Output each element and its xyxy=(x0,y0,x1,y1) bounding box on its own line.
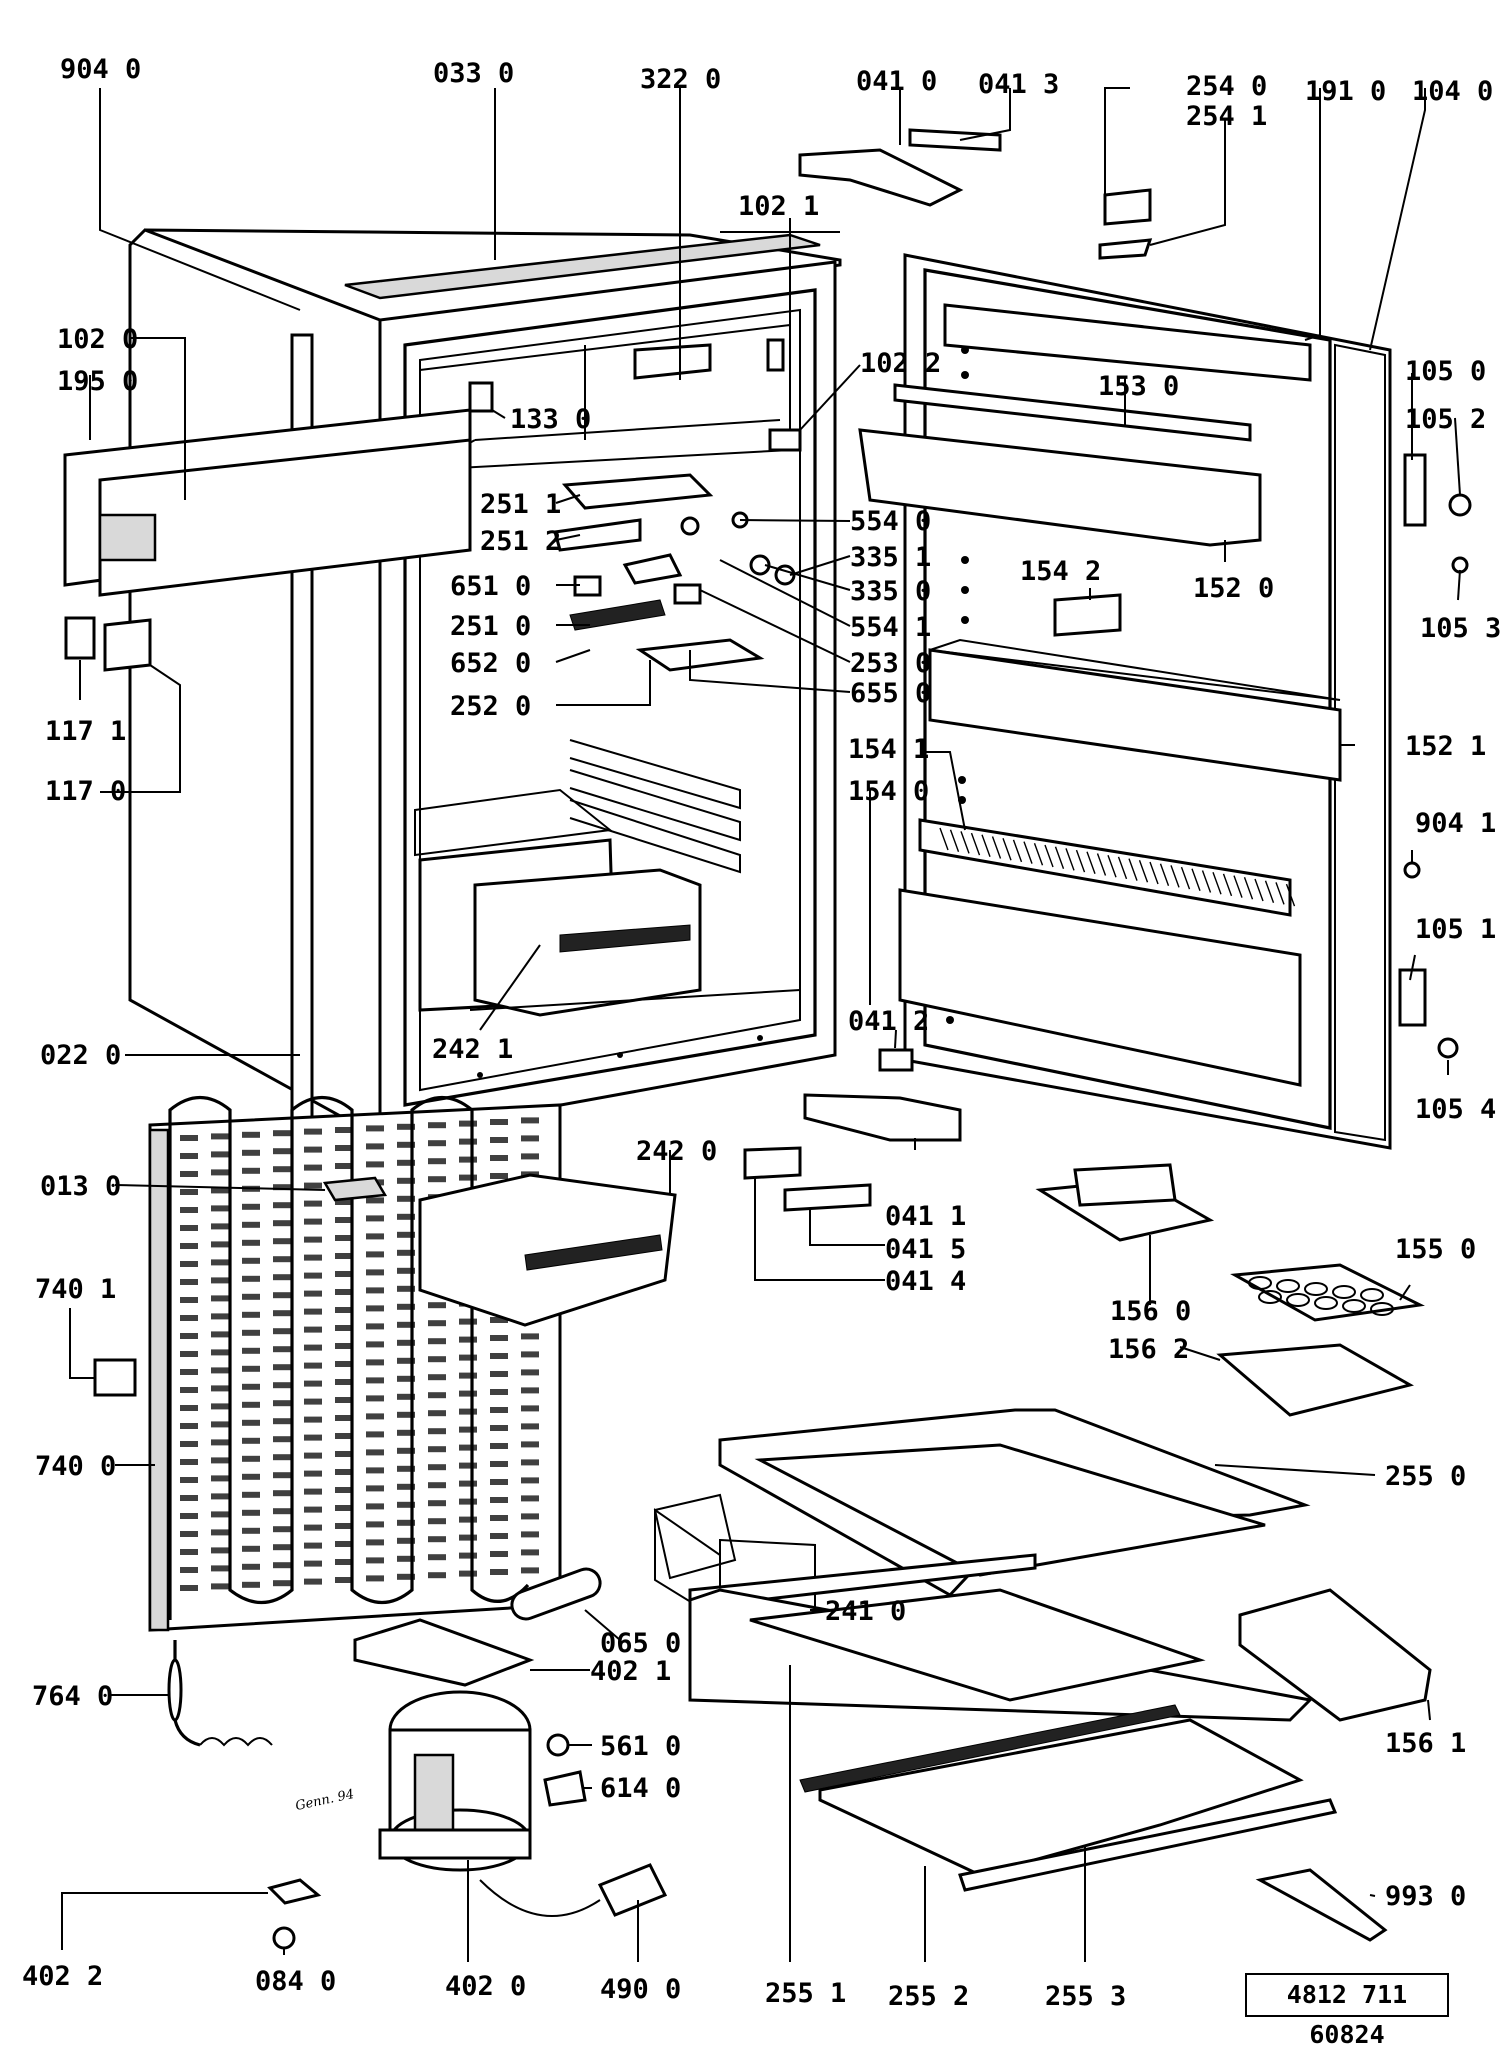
part-label: 251 1 xyxy=(480,489,561,520)
part-label: 084 0 xyxy=(255,1966,336,1997)
door-drawing xyxy=(858,253,1392,1150)
part-label: 255 2 xyxy=(888,1981,969,2012)
part-label: 065 0 xyxy=(600,1628,681,1659)
part-label: 904 0 xyxy=(60,54,141,85)
part-label: 117 0 xyxy=(45,776,126,807)
part-label: 242 0 xyxy=(636,1136,717,1167)
part-label: 255 0 xyxy=(1385,1461,1466,1492)
part-label: 117 1 xyxy=(45,716,126,747)
part-label: 013 0 xyxy=(40,1171,121,1202)
part-label: 195 0 xyxy=(57,366,138,397)
part-label: 154 2 xyxy=(1020,556,1101,587)
part-label: 105 2 xyxy=(1405,404,1486,435)
part-label: 153 0 xyxy=(1098,371,1179,402)
part-label: 490 0 xyxy=(600,1974,681,2005)
part-label: 251 2 xyxy=(480,526,561,557)
part-label: 191 0 xyxy=(1305,76,1386,107)
part-label: 254 0 xyxy=(1186,71,1267,102)
part-label: 041 3 xyxy=(978,69,1059,100)
part-label: 105 1 xyxy=(1415,914,1496,945)
part-label: 241 0 xyxy=(825,1596,906,1627)
part-label: 033 0 xyxy=(433,58,514,89)
part-label: 105 0 xyxy=(1405,356,1486,387)
part-label: 561 0 xyxy=(600,1731,681,1762)
part-label: 104 0 xyxy=(1412,76,1493,107)
part-label: 156 0 xyxy=(1110,1296,1191,1327)
part-label: 102 0 xyxy=(57,324,138,355)
part-label: 402 1 xyxy=(590,1656,671,1687)
part-label: 156 2 xyxy=(1108,1334,1189,1365)
part-label: 255 1 xyxy=(765,1978,846,2009)
part-label: 156 1 xyxy=(1385,1728,1466,1759)
part-label: 993 0 xyxy=(1385,1881,1466,1912)
part-label: 251 0 xyxy=(450,611,531,642)
part-label: 041 5 xyxy=(885,1234,966,1265)
part-label: 105 4 xyxy=(1415,1094,1496,1125)
part-label: 255 3 xyxy=(1045,1981,1126,2012)
part-label: 740 0 xyxy=(35,1451,116,1482)
part-label: 154 0 xyxy=(848,776,929,807)
part-label: 105 3 xyxy=(1420,613,1500,644)
part-label: 764 0 xyxy=(32,1681,113,1712)
part-label: 252 0 xyxy=(450,691,531,722)
part-label: 402 2 xyxy=(22,1961,103,1992)
part-label: 242 1 xyxy=(432,1034,513,1065)
part-label: 133 0 xyxy=(510,404,591,435)
part-label: 254 1 xyxy=(1186,101,1267,132)
part-label: 402 0 xyxy=(445,1971,526,2002)
part-label: 554 0 xyxy=(850,506,931,537)
part-label: 335 0 xyxy=(850,576,931,607)
part-label: 655 0 xyxy=(850,678,931,709)
part-label: 041 1 xyxy=(885,1201,966,1232)
part-label: 554 1 xyxy=(850,612,931,643)
part-label: 154 1 xyxy=(848,734,929,765)
part-label: 041 2 xyxy=(848,1006,929,1037)
part-label: 102 1 xyxy=(738,191,819,222)
part-label: 614 0 xyxy=(600,1773,681,1804)
part-label: 335 1 xyxy=(850,542,931,573)
part-label: 904 1 xyxy=(1415,808,1496,839)
document-number-box: 4812 711 60824 xyxy=(1245,1973,1449,2049)
part-label: 041 4 xyxy=(885,1266,966,1297)
part-label: 152 0 xyxy=(1193,573,1274,604)
part-label: 155 0 xyxy=(1395,1234,1476,1265)
leader-lines xyxy=(61,87,1461,1962)
part-label: 102 2 xyxy=(860,348,941,379)
part-label: 022 0 xyxy=(40,1040,121,1071)
small-parts-drawing xyxy=(64,128,1472,1950)
part-label: 152 1 xyxy=(1405,731,1486,762)
part-labels: 904 0 033 0 322 0 041 0 041 3 254 0 254 … xyxy=(22,54,1500,2012)
part-label: 253 0 xyxy=(850,648,931,679)
part-label: 740 1 xyxy=(35,1274,116,1305)
part-label: 041 0 xyxy=(856,66,937,97)
upper-front-panel-drawing xyxy=(63,408,472,597)
part-label: 652 0 xyxy=(450,648,531,679)
part-label: 322 0 xyxy=(640,64,721,95)
part-label: 651 0 xyxy=(450,571,531,602)
